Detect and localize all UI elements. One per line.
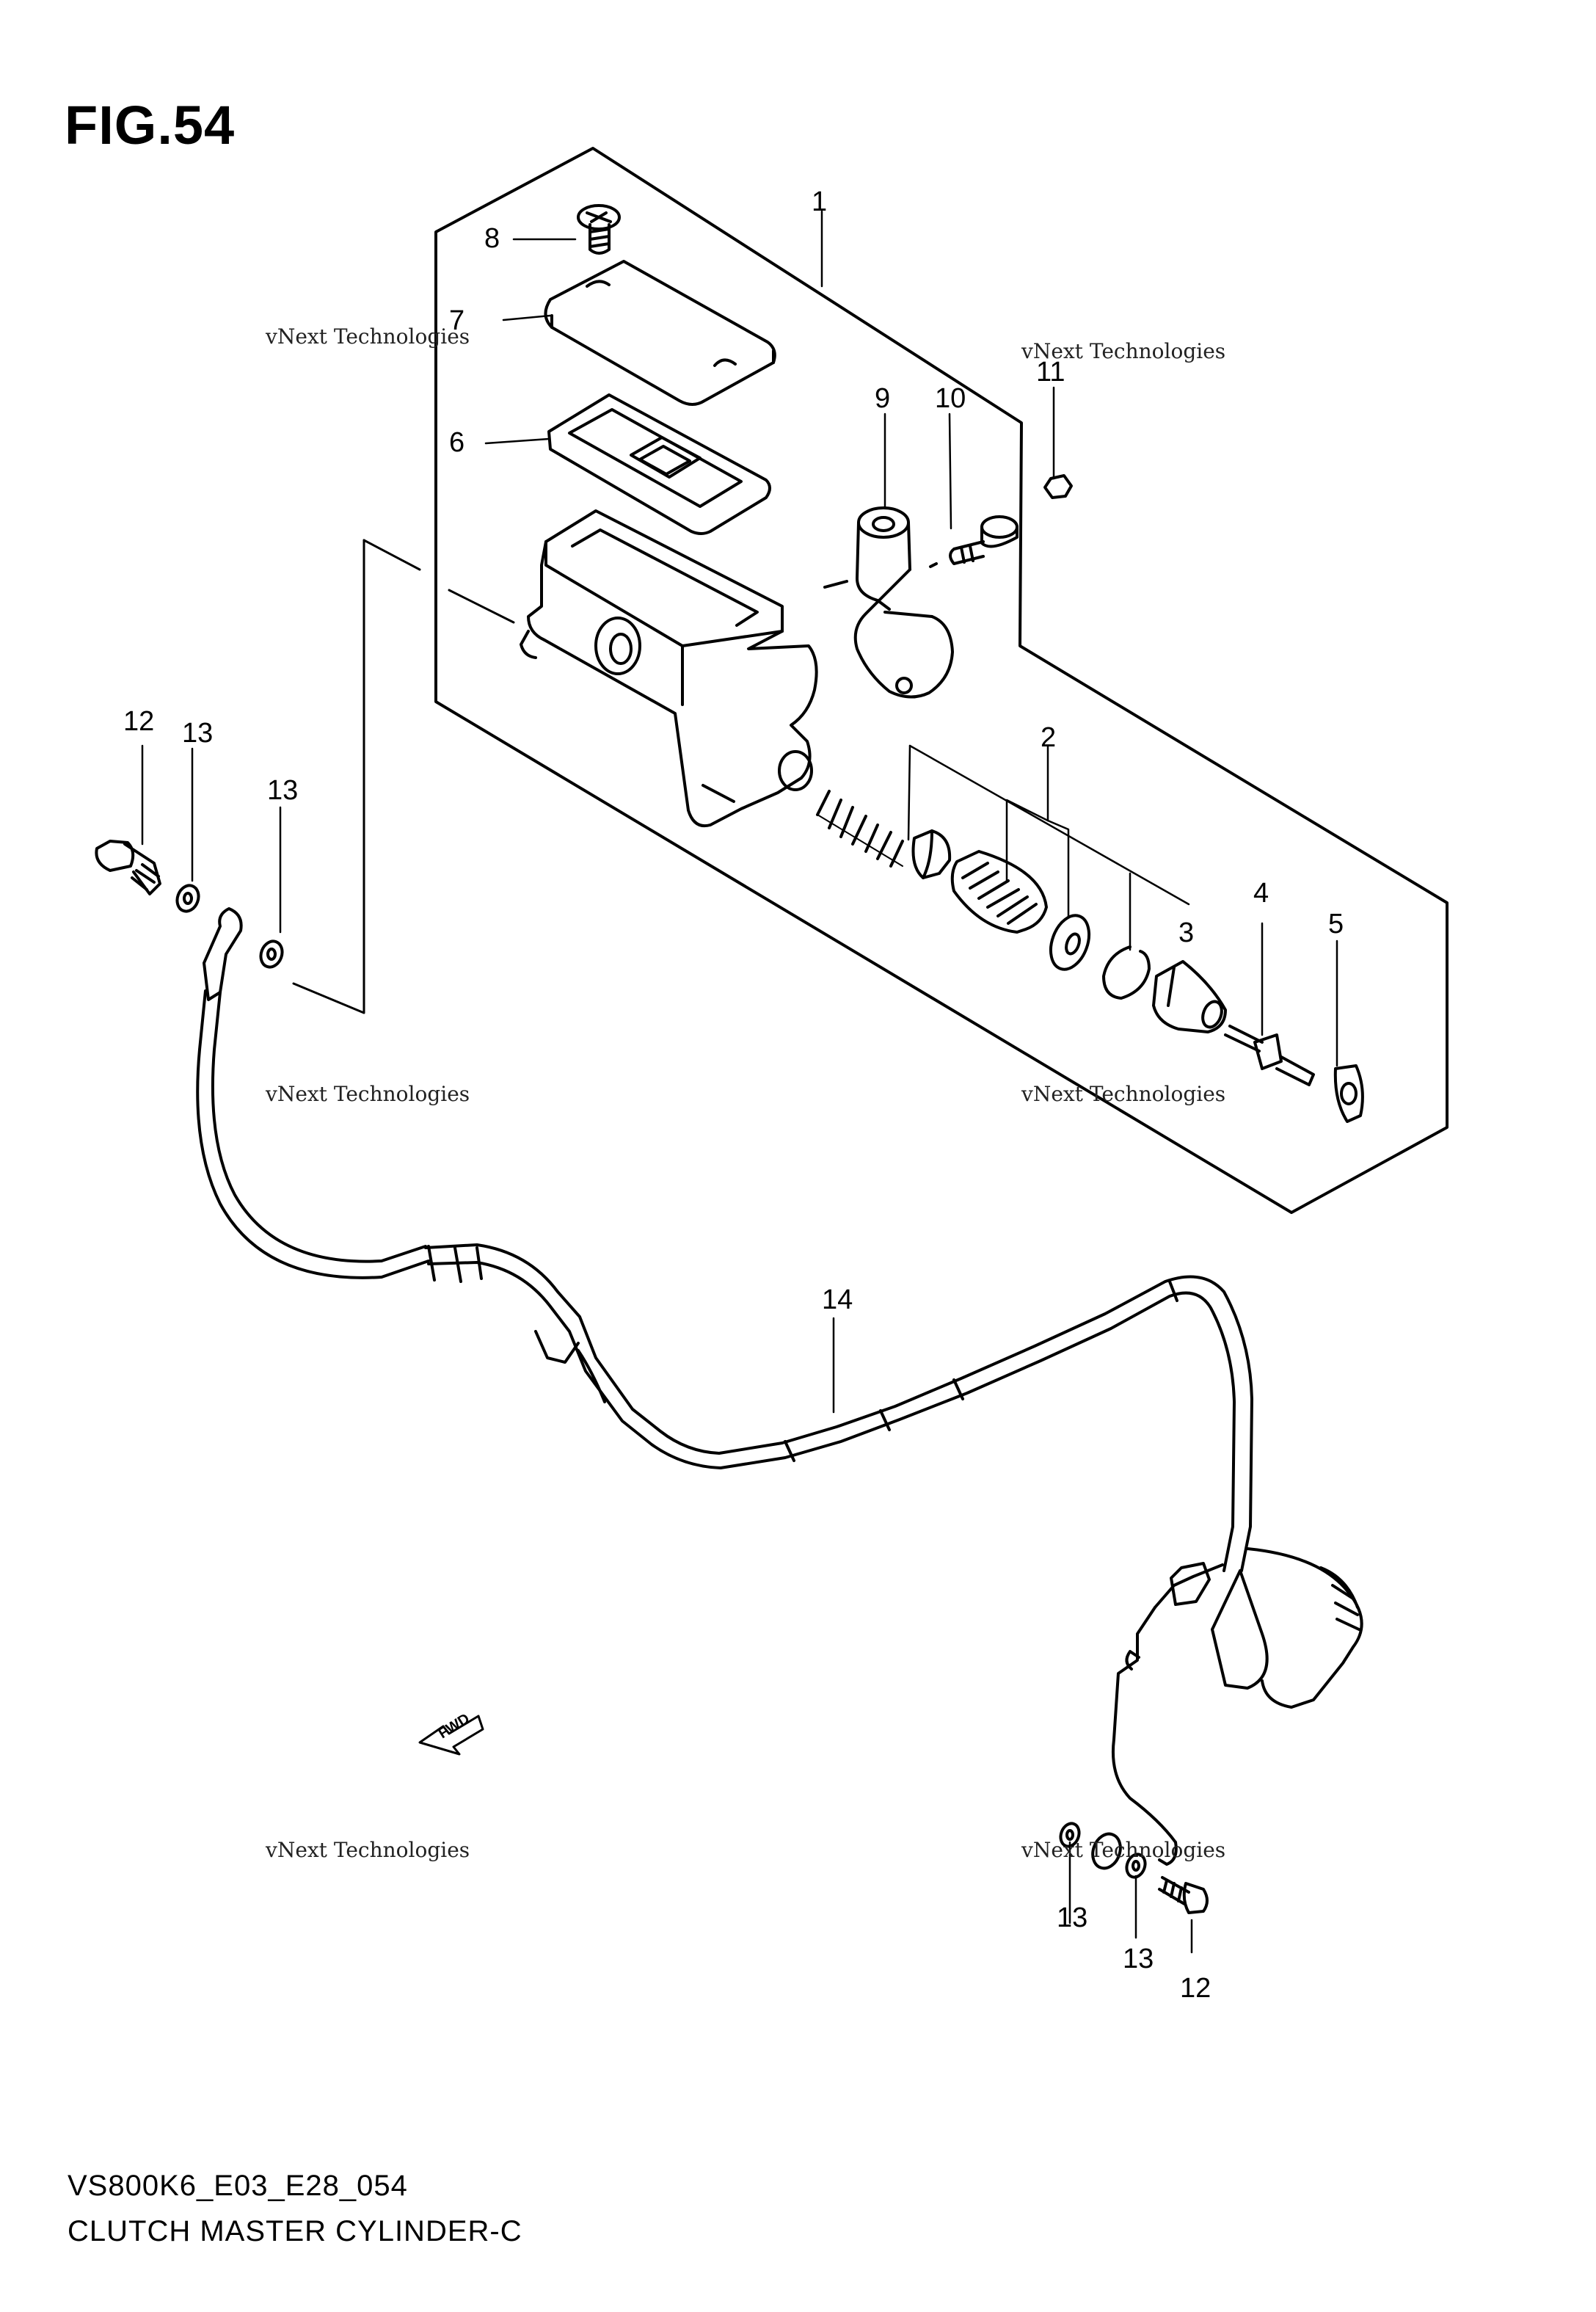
lever-bolt [929, 515, 1019, 568]
washer-left-b [259, 939, 284, 969]
callout-2: 2 [1041, 722, 1057, 753]
callout-12-left: 12 [123, 706, 155, 737]
callout-3: 3 [1178, 917, 1195, 948]
model-code: VS800K6_E03_E28_054 [68, 2170, 408, 2202]
piston-cup [911, 829, 952, 879]
callout-8: 8 [484, 223, 500, 254]
reservoir-cap [544, 260, 776, 406]
callout-10: 10 [935, 383, 966, 414]
return-spring [816, 790, 904, 868]
clutch-hose [196, 907, 1363, 1866]
callout-4: 4 [1253, 878, 1269, 909]
push-rod-nut [1333, 1064, 1364, 1123]
diaphragm [547, 393, 771, 535]
washer-right-b [1125, 1853, 1147, 1879]
small-nut [1043, 474, 1073, 499]
callout-12-right: 12 [1180, 1973, 1211, 2004]
leader-lines [141, 210, 1338, 1954]
callout-13-left-a: 13 [182, 718, 214, 749]
callout-9: 9 [875, 383, 891, 414]
dust-boot [1152, 960, 1227, 1033]
callout-13-right-a: 13 [1057, 1902, 1088, 1933]
callout-6: 6 [449, 427, 465, 458]
callout-11: 11 [1036, 357, 1065, 388]
callout-13-right-b: 13 [1123, 1944, 1154, 1974]
circlip [1102, 945, 1151, 1000]
extension-lines [292, 539, 515, 1014]
reservoir-screw [577, 204, 621, 255]
lever-holder [823, 506, 954, 699]
banjo-bolt-left [95, 840, 161, 895]
push-rod [1224, 1025, 1315, 1086]
master-cylinder-body [520, 509, 818, 827]
washer-left-a [175, 884, 200, 913]
callout-1: 1 [812, 186, 828, 217]
assembly-outline [434, 147, 1449, 1214]
banjo-bolt-right [1158, 1876, 1209, 1914]
part-name: CLUTCH MASTER CYLINDER-C [68, 2215, 522, 2247]
fwd-arrow-icon [418, 1715, 484, 1756]
figure-title: FIG.54 [65, 95, 236, 156]
piston-washer [1049, 914, 1091, 971]
piston [950, 850, 1048, 934]
callout-13-left-b: 13 [267, 775, 299, 806]
callout-7: 7 [449, 305, 465, 336]
washer-right-a [1059, 1822, 1081, 1848]
banjo-fitting-right [1091, 1832, 1122, 1870]
callout-5: 5 [1328, 909, 1344, 939]
callout-14: 14 [822, 1284, 853, 1315]
